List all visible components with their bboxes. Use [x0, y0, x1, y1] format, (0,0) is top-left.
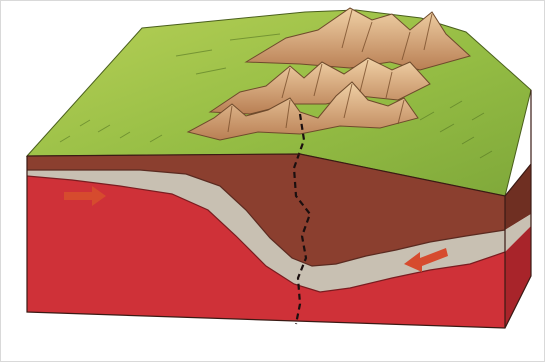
block-side-face: [505, 164, 531, 328]
